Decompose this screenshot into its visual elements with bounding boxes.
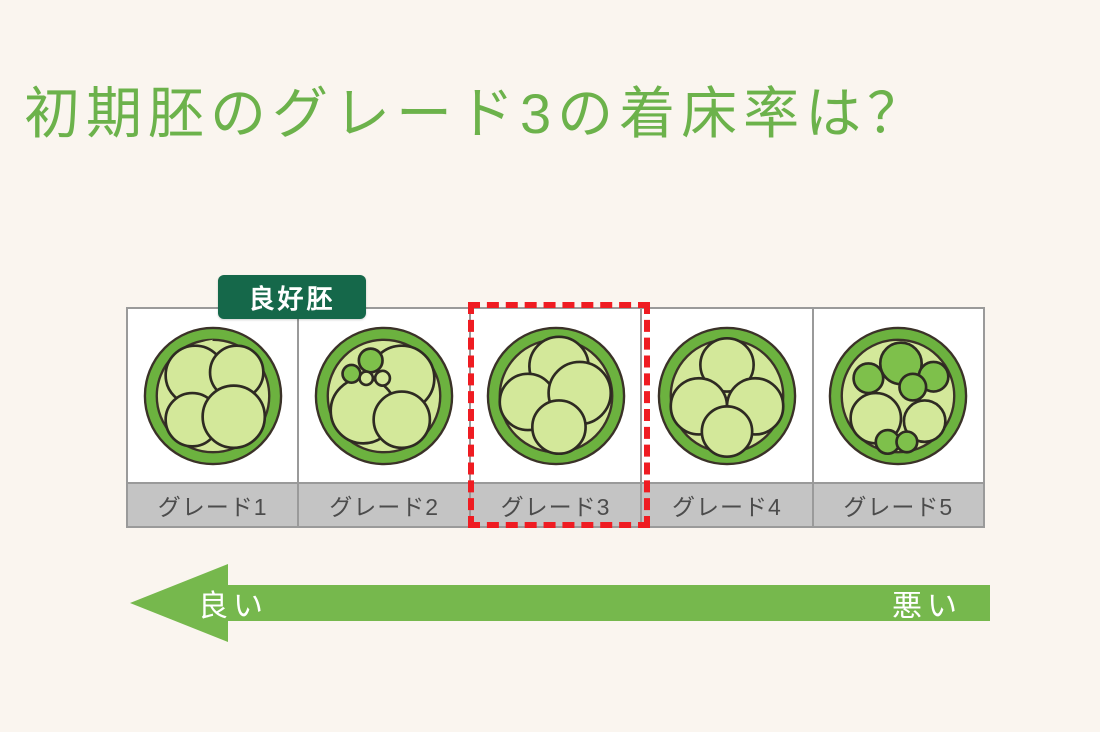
embryo-icon-grade-4 (657, 326, 797, 465)
left-arrow-icon (130, 564, 990, 642)
arrow-label-good: 良い (198, 590, 268, 623)
grade-label-4: グレード4 (642, 482, 812, 526)
arrow-label-bad: 悪い (892, 590, 962, 623)
embryo-cell-grade-5 (813, 309, 984, 482)
embryo-cell-grade-1 (128, 309, 298, 482)
embryo-icon-grade-5 (829, 326, 968, 465)
grade-table: グレード1 グレード2 (126, 307, 985, 528)
embryo-cell-grade-4 (642, 309, 812, 482)
grade-label-1: グレード1 (128, 482, 298, 526)
embryo-icon-grade-3 (486, 326, 625, 465)
embryo-cell-grade-2 (299, 309, 469, 482)
grade-column-3[interactable]: グレード3 (470, 309, 643, 526)
embryo-icon-grade-2 (314, 326, 454, 465)
grade-column-5[interactable]: グレード5 (813, 309, 984, 526)
embryo-icon-grade-1 (143, 326, 282, 465)
embryo-cell-grade-3 (470, 309, 641, 482)
grade-column-1[interactable]: グレード1 (128, 309, 300, 526)
grade-label-5: グレード5 (813, 482, 984, 526)
quality-arrow: 良い 悪い (130, 558, 990, 648)
grade-column-4[interactable]: グレード4 (642, 309, 814, 526)
good-embryo-banner: 良好胚 (218, 275, 366, 319)
grade-label-3: グレード3 (470, 482, 641, 526)
grade-column-2[interactable]: グレード2 (299, 309, 471, 526)
page-title: 初期胚のグレード3の着床率は？ (24, 82, 930, 145)
grade-label-2: グレード2 (299, 482, 469, 526)
